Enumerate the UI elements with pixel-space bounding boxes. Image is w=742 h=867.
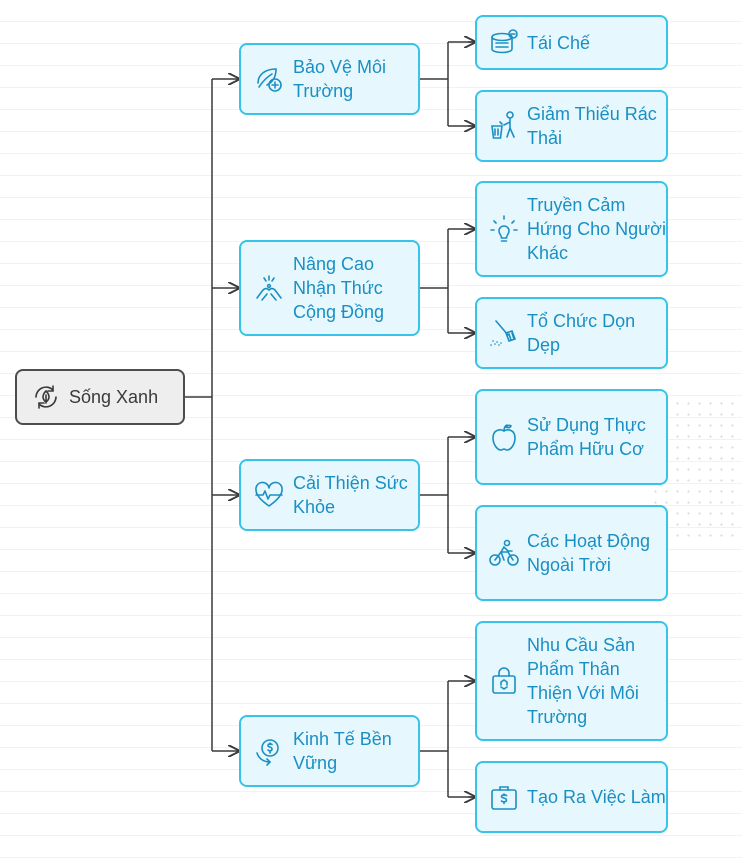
money-cycle-icon xyxy=(251,735,287,767)
broom-icon xyxy=(487,317,521,349)
leaf-label-1-1: Tái Chế xyxy=(527,32,591,53)
leaf-label-2-2: Tổ Chức Dọn Dẹp xyxy=(527,311,636,355)
leaf-label-1-2: Giảm Thiểu Rác Thải xyxy=(527,104,657,148)
connector-branch-4 xyxy=(420,680,475,798)
branch-label-4: Kinh Tế Bền Vững xyxy=(293,729,392,773)
lightbulb-icon xyxy=(487,213,521,245)
leaf-node-3-1[interactable]: Sử Dụng Thực Phẩm Hữu Cơ xyxy=(475,389,668,485)
leaf-node-2-2[interactable]: Tổ Chức Dọn Dẹp xyxy=(475,297,668,369)
connector-branch-2 xyxy=(420,228,475,334)
branch-node-4[interactable]: Kinh Tế Bền Vững xyxy=(239,715,420,787)
cyclist-icon xyxy=(487,537,521,569)
leaf-node-3-2[interactable]: Các Hoạt Động Ngoài Trời xyxy=(475,505,668,601)
eco-cycle-icon xyxy=(29,382,63,412)
branch-node-3[interactable]: Cải Thiện Sức Khỏe xyxy=(239,459,420,531)
connector-branch-3 xyxy=(420,436,475,554)
leaf-label-4-2: Tạo Ra Việc Làm xyxy=(527,787,666,807)
branch-label-1: Bảo Vệ Môi Trường xyxy=(293,57,387,101)
heart-pulse-icon xyxy=(251,479,287,511)
briefcase-money-icon xyxy=(487,781,521,813)
branch-label-2: Nâng Cao Nhận Thức Cộng Đồng xyxy=(293,254,385,322)
leaf-label-2-1: Truyền Cảm Hứng Cho Người Khác xyxy=(527,195,666,263)
eco-bag-icon xyxy=(487,665,521,697)
leaf-node-4-2[interactable]: Tạo Ra Việc Làm xyxy=(475,761,668,833)
leaf-node-1-2[interactable]: Giảm Thiểu Rác Thải xyxy=(475,90,668,162)
root-node[interactable]: Sống Xanh xyxy=(15,369,185,425)
connector-branch-1 xyxy=(420,41,475,127)
leaf-label-3-1: Sử Dụng Thực Phẩm Hữu Cơ xyxy=(527,415,646,459)
apple-icon xyxy=(487,421,521,453)
root-label: Sống Xanh xyxy=(69,387,159,407)
leaf-node-2-1[interactable]: Truyền Cảm Hứng Cho Người Khác xyxy=(475,181,668,277)
leaf-shield-icon xyxy=(251,63,287,95)
leaf-label-4-1: Nhu Cầu Sản Phẩm Thân Thiện Với Môi Trườ… xyxy=(527,635,639,727)
branch-node-1[interactable]: Bảo Vệ Môi Trường xyxy=(239,43,420,115)
recycle-can-icon xyxy=(487,27,521,59)
branch-label-3: Cải Thiện Sức Khỏe xyxy=(293,473,408,517)
leaf-label-3-2: Các Hoạt Động Ngoài Trời xyxy=(527,531,651,575)
branch-node-2[interactable]: Nâng Cao Nhận Thức Cộng Đồng xyxy=(239,240,420,336)
trash-disposal-icon xyxy=(487,110,521,142)
community-hands-icon xyxy=(251,272,287,304)
leaf-node-1-1[interactable]: Tái Chế xyxy=(475,15,668,70)
leaf-node-4-1[interactable]: Nhu Cầu Sản Phẩm Thân Thiện Với Môi Trườ… xyxy=(475,621,668,741)
